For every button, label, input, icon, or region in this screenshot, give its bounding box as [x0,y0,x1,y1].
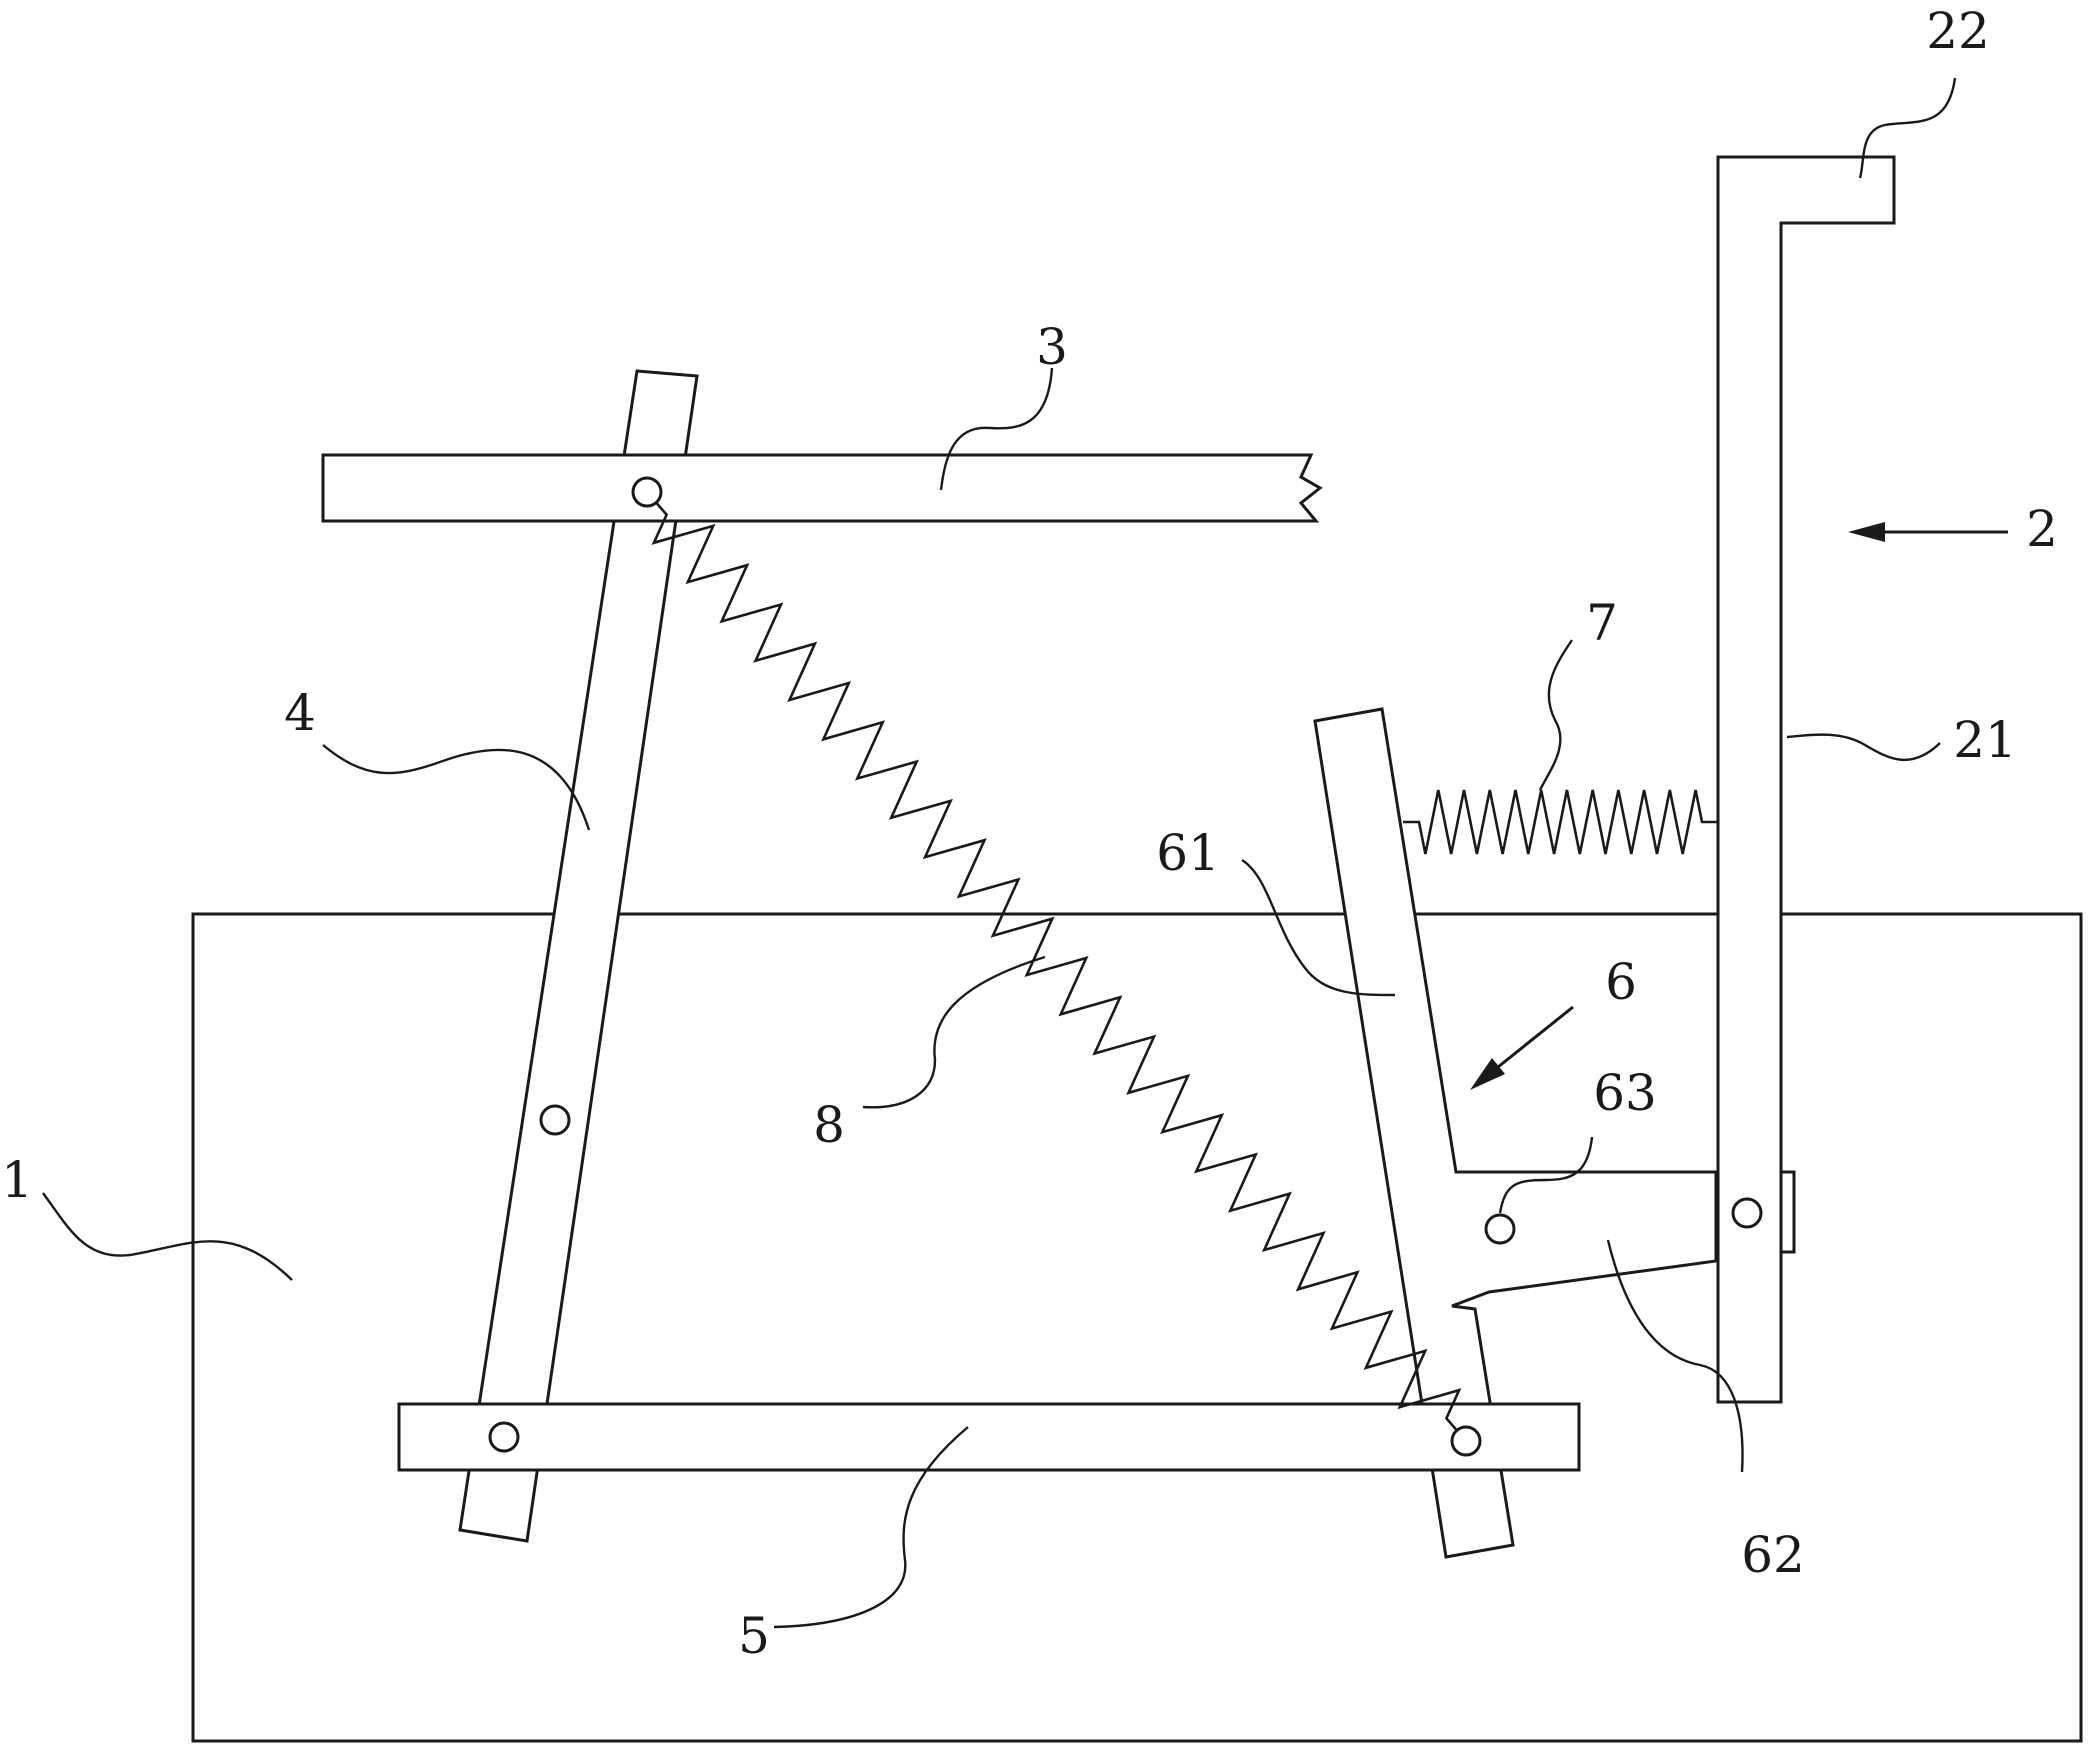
label-latch: 6 [1605,953,1637,1011]
top-pin [633,478,661,506]
lever-arrow-head [1848,522,1885,542]
label-lever: 2 [2026,500,2058,558]
lever-pivot-block [1781,1172,1794,1252]
label-left-link: 4 [284,684,316,742]
label-lever-hook: 22 [1926,2,1990,60]
label-top-bar: 3 [1036,318,1068,376]
leader-21 [1787,735,1940,760]
label-latch-arm: 61 [1156,824,1220,882]
label-diagonal-spring: 8 [813,1096,845,1154]
label-base: 1 [1,1151,33,1209]
leader-7 [1540,640,1572,790]
base-plate [193,914,2081,1741]
leader-4 [323,745,589,830]
label-latch-pivot: 63 [1593,1064,1657,1122]
left-link-pin [541,1106,569,1134]
top-bar [323,455,1320,521]
label-horizontal-spring: 7 [1586,594,1618,652]
bottom-right-pin [1452,1427,1480,1455]
label-lever-arm: 21 [1953,711,2017,769]
lever-pivot-pin [1733,1199,1761,1227]
label-bottom-bar: 5 [738,1607,770,1665]
bottom-left-pin [490,1423,518,1451]
latch-pivot-pin [1486,1215,1514,1243]
horizontal-spring [1403,790,1718,854]
label-latch-tongue: 62 [1741,1526,1805,1584]
bottom-bar [399,1404,1579,1470]
